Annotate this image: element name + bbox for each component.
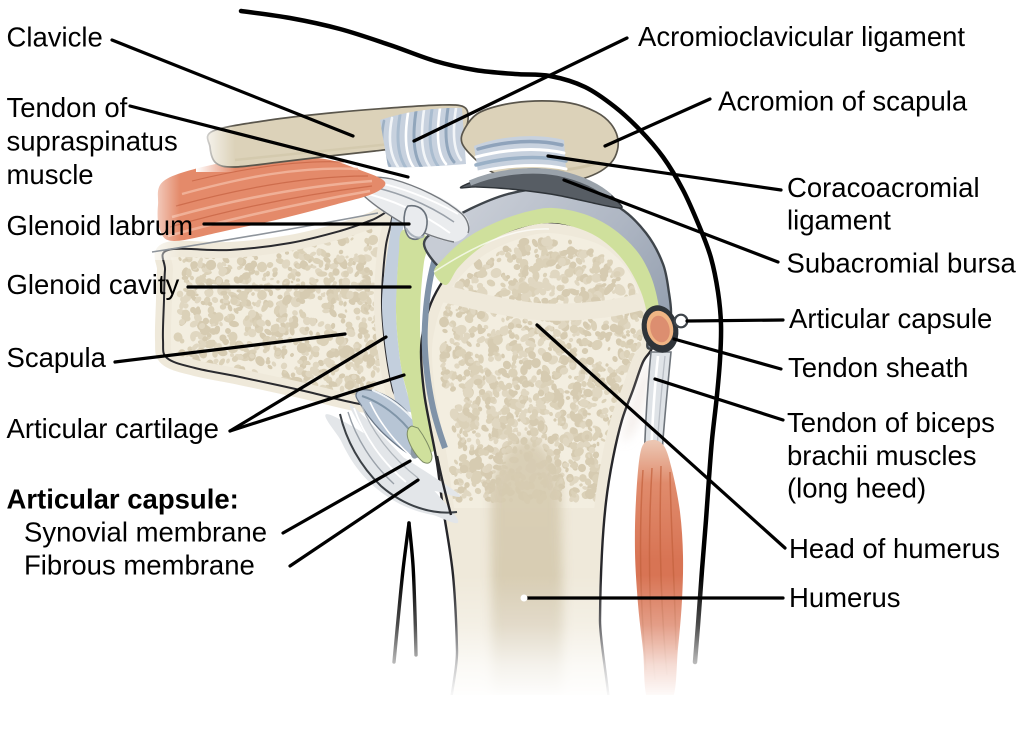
- svg-text:Fibrous membrane: Fibrous membrane: [24, 550, 255, 581]
- svg-text:Articular capsule: Articular capsule: [789, 303, 992, 334]
- svg-text:brachii muscles: brachii muscles: [787, 440, 977, 471]
- svg-text:Articular cartilage: Articular cartilage: [7, 413, 219, 444]
- svg-text:Synovial membrane: Synovial membrane: [24, 517, 267, 548]
- svg-text:Coracoacromial: Coracoacromial: [787, 172, 980, 203]
- svg-text:Tendon sheath: Tendon sheath: [788, 352, 968, 383]
- svg-text:Humerus: Humerus: [789, 582, 901, 613]
- svg-text:Subacromial bursa: Subacromial bursa: [787, 248, 1017, 279]
- svg-text:Head of humerus: Head of humerus: [789, 533, 1000, 564]
- svg-text:Tendon of: Tendon of: [7, 92, 128, 123]
- svg-text:(long heed): (long heed): [787, 473, 926, 504]
- svg-text:muscle: muscle: [7, 159, 94, 190]
- svg-text:supraspinatus: supraspinatus: [7, 126, 178, 157]
- svg-text:Tendon of biceps: Tendon of biceps: [787, 407, 995, 438]
- svg-text:Articular capsule:: Articular capsule:: [7, 484, 239, 515]
- svg-text:ligament: ligament: [787, 205, 891, 236]
- svg-text:Scapula: Scapula: [7, 342, 107, 373]
- svg-text:Acromion of scapula: Acromion of scapula: [718, 86, 968, 117]
- svg-text:Glenoid cavity: Glenoid cavity: [7, 269, 180, 300]
- svg-text:Clavicle: Clavicle: [7, 22, 103, 53]
- svg-text:Acromioclavicular ligament: Acromioclavicular ligament: [638, 21, 965, 52]
- svg-text:Glenoid labrum: Glenoid labrum: [7, 210, 193, 241]
